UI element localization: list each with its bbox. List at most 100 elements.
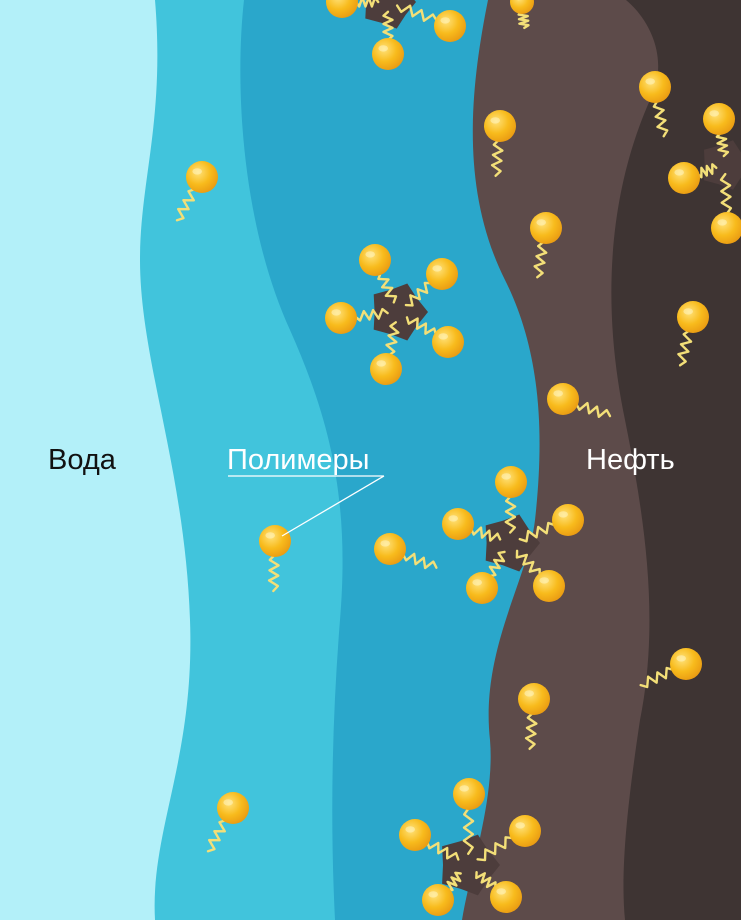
molecule-head-icon [432, 326, 464, 358]
molecule-head-icon [547, 383, 579, 415]
molecule-head-icon [495, 466, 527, 498]
molecule-head-icon [370, 353, 402, 385]
molecule-highlight [428, 891, 439, 898]
molecule-head-icon [374, 533, 406, 565]
molecule-head-icon [509, 815, 541, 847]
molecule-highlight [717, 219, 727, 226]
molecule-tail [426, 840, 460, 861]
molecule-tail [575, 401, 612, 418]
molecule-tail [715, 131, 730, 158]
molecule-head-icon [484, 110, 516, 142]
molecule-highlight [432, 265, 443, 272]
molecule-tail [405, 316, 438, 336]
molecule-tail [639, 666, 675, 689]
molecule-tail [206, 818, 228, 853]
molecule-highlight [515, 822, 525, 829]
molecule-head-icon [399, 819, 431, 851]
molecule-highlight [676, 655, 686, 662]
molecule-head-icon [510, 0, 534, 14]
oil-deep-zone [611, 0, 741, 920]
molecule-tail [515, 549, 541, 577]
molecule-tail [677, 329, 693, 367]
molecule-tail [382, 10, 394, 42]
molecule-head-icon [670, 648, 702, 680]
molecule-head-icon [325, 302, 357, 334]
molecule-tail [395, 4, 439, 23]
molecule-highlight [365, 251, 376, 258]
molecule-tail [385, 321, 400, 357]
molecule-head-icon [453, 778, 485, 810]
molecule-head-icon [711, 212, 741, 244]
molecule-highlight [448, 515, 459, 522]
molecule-highlight [558, 511, 568, 518]
molecule-highlight [265, 532, 276, 539]
molecule-tail [404, 281, 433, 307]
molecule-head-icon [518, 683, 550, 715]
molecule-highlight [440, 17, 451, 24]
molecule-tail [401, 552, 438, 570]
molecule-tail [475, 871, 497, 890]
molecule-highlight [645, 78, 655, 85]
molecule-highlight [501, 473, 512, 480]
molecule-tail [696, 163, 718, 179]
molecule-head-icon [466, 572, 498, 604]
molecule-highlight [496, 888, 507, 895]
molecule-highlight [553, 390, 563, 397]
molecule-highlight [223, 799, 233, 806]
molecule-tail [533, 240, 548, 279]
molecule-tail [353, 307, 389, 322]
molecule-tail [652, 99, 669, 138]
molecule-tail [719, 172, 733, 216]
molecule-tail [462, 806, 475, 855]
molecule-highlight [539, 577, 549, 584]
molecule-highlight [683, 308, 693, 315]
molecule-highlight [472, 579, 483, 586]
molecule-head-icon [326, 0, 358, 18]
molecule-tail [504, 494, 517, 534]
molecule-highlight [376, 360, 387, 367]
molecule-head-icon [639, 71, 671, 103]
molecule-highlight [192, 168, 202, 175]
molecule-head-icon [434, 10, 466, 42]
molecule-tail [469, 526, 502, 542]
molecule-head-icon [490, 881, 522, 913]
molecule-highlight [438, 333, 449, 340]
molecule-head-icon [217, 792, 249, 824]
oil-droplet [365, 0, 416, 29]
molecule-head-icon [372, 38, 404, 70]
molecule-highlight [674, 169, 684, 176]
molecule-tail [518, 521, 557, 543]
polymers-label: Полимеры [227, 444, 370, 476]
molecule-highlight [459, 785, 470, 792]
molecule-highlight [536, 219, 546, 226]
molecule-tail [476, 836, 515, 862]
molecule-tail [524, 711, 538, 750]
molecule-highlight [709, 110, 719, 117]
molecule-head-icon [677, 301, 709, 333]
molecule-highlight [405, 826, 416, 833]
molecule-tail [488, 550, 506, 578]
molecule-tail [175, 187, 197, 222]
molecule-tail [490, 138, 504, 177]
molecule-head-icon [668, 162, 700, 194]
molecule-head-icon [186, 161, 218, 193]
molecule-highlight [524, 690, 534, 697]
oil-label: Нефть [586, 444, 675, 476]
molecule-highlight [380, 540, 391, 547]
molecule-tail [517, 10, 530, 30]
molecule-head-icon [442, 508, 474, 540]
molecule-highlight [490, 117, 501, 124]
molecule-head-icon [426, 258, 458, 290]
molecule-head-icon [533, 570, 565, 602]
oil-droplet [704, 140, 741, 190]
molecule-highlight [378, 45, 389, 52]
molecule-head-icon [359, 244, 391, 276]
molecule-tail [354, 0, 380, 8]
molecule-head-icon [552, 504, 584, 536]
molecule-tail [267, 553, 280, 593]
molecule-head-icon [259, 525, 291, 557]
molecule-head-icon [422, 884, 454, 916]
molecule-head-icon [703, 103, 735, 135]
molecule-head-icon [530, 212, 562, 244]
